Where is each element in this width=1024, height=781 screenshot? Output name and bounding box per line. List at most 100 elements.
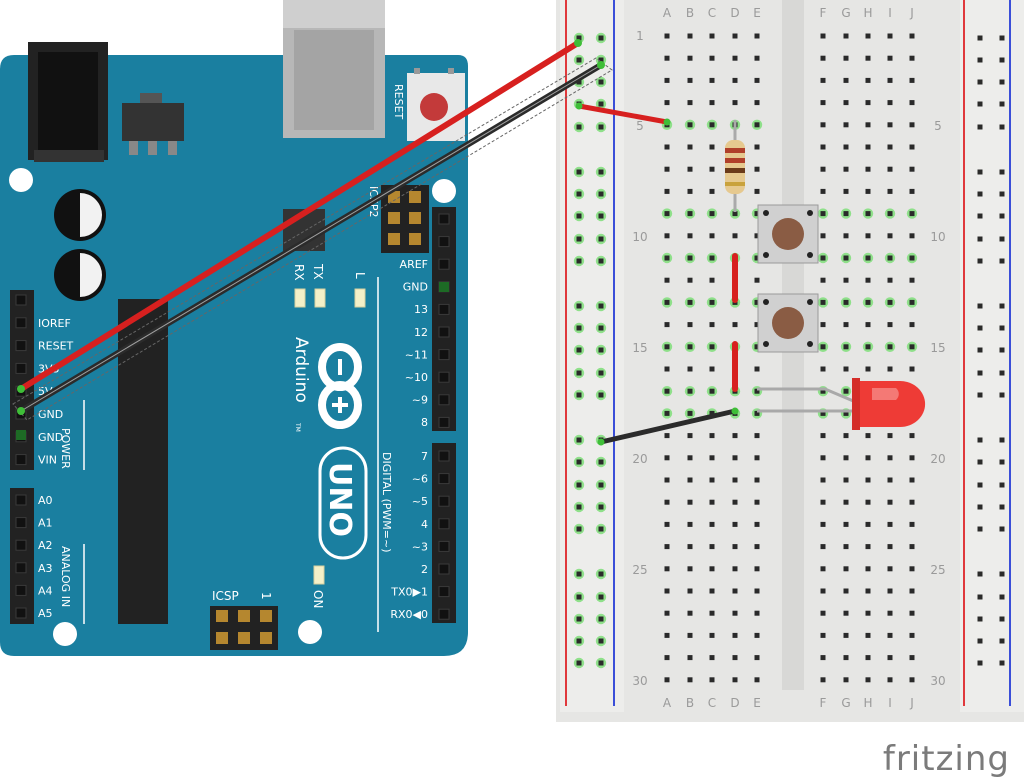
breadboard-hole[interactable] [887, 100, 893, 106]
breadboard-hole[interactable] [887, 632, 893, 638]
breadboard-hole[interactable] [664, 677, 670, 683]
breadboard-hole[interactable] [820, 166, 826, 172]
header-pin[interactable] [15, 294, 27, 306]
breadboard-hole[interactable] [732, 233, 738, 239]
breadboard-hole[interactable] [687, 299, 693, 305]
breadboard-hole[interactable] [687, 322, 693, 328]
breadboard-hole[interactable] [664, 33, 670, 39]
header-pin[interactable] [438, 563, 450, 575]
header-pin[interactable] [438, 473, 450, 485]
breadboard-hole[interactable] [687, 33, 693, 39]
breadboard-hole[interactable] [887, 588, 893, 594]
breadboard-hole[interactable] [887, 255, 893, 261]
breadboard-hole[interactable] [909, 322, 915, 328]
breadboard-hole[interactable] [887, 455, 893, 461]
rail-hole[interactable] [598, 392, 604, 398]
breadboard-hole[interactable] [887, 366, 893, 372]
rail-hole[interactable] [576, 124, 582, 130]
breadboard-hole[interactable] [820, 277, 826, 283]
breadboard-hole[interactable] [887, 233, 893, 239]
breadboard-hole[interactable] [687, 144, 693, 150]
breadboard-hole[interactable] [909, 144, 915, 150]
breadboard-hole[interactable] [664, 499, 670, 505]
breadboard-hole[interactable] [887, 33, 893, 39]
breadboard-hole[interactable] [709, 433, 715, 439]
breadboard-hole[interactable] [687, 255, 693, 261]
rail-hole[interactable] [977, 79, 983, 85]
breadboard-hole[interactable] [820, 77, 826, 83]
rail-hole[interactable] [598, 303, 604, 309]
breadboard-hole[interactable] [664, 100, 670, 106]
rail-hole[interactable] [977, 236, 983, 242]
breadboard-hole[interactable] [687, 100, 693, 106]
breadboard-hole[interactable] [909, 366, 915, 372]
rail-hole[interactable] [598, 370, 604, 376]
breadboard-hole[interactable] [909, 521, 915, 527]
rail-hole[interactable] [999, 57, 1005, 63]
breadboard-hole[interactable] [664, 255, 670, 261]
breadboard-hole[interactable] [754, 632, 760, 638]
breadboard-hole[interactable] [687, 344, 693, 350]
breadboard-hole[interactable] [709, 77, 715, 83]
breadboard-hole[interactable] [820, 55, 826, 61]
breadboard-hole[interactable] [754, 255, 760, 261]
breadboard-hole[interactable] [754, 610, 760, 616]
rail-hole[interactable] [977, 124, 983, 130]
breadboard-hole[interactable] [843, 677, 849, 683]
rail-hole[interactable] [977, 504, 983, 510]
breadboard-hole[interactable] [820, 255, 826, 261]
rail-hole[interactable] [598, 35, 604, 41]
header-pin[interactable] [438, 258, 450, 270]
breadboard-hole[interactable] [865, 477, 871, 483]
rail-hole[interactable] [999, 616, 1005, 622]
breadboard-hole[interactable] [664, 610, 670, 616]
breadboard-hole[interactable] [732, 632, 738, 638]
breadboard-hole[interactable] [754, 277, 760, 283]
rail-hole[interactable] [576, 370, 582, 376]
breadboard-hole[interactable] [865, 655, 871, 661]
breadboard-hole[interactable] [732, 499, 738, 505]
breadboard-hole[interactable] [732, 55, 738, 61]
breadboard-hole[interactable] [754, 499, 760, 505]
rail-hole[interactable] [576, 258, 582, 264]
breadboard-hole[interactable] [820, 144, 826, 150]
breadboard-hole[interactable] [664, 233, 670, 239]
breadboard-hole[interactable] [909, 211, 915, 217]
rail-hole[interactable] [576, 79, 582, 85]
rail-hole[interactable] [977, 437, 983, 443]
rail-hole[interactable] [576, 437, 582, 443]
breadboard-hole[interactable] [887, 166, 893, 172]
rail-hole[interactable] [576, 191, 582, 197]
rail-hole[interactable] [999, 459, 1005, 465]
breadboard-hole[interactable] [754, 388, 760, 394]
header-pin[interactable] [15, 584, 27, 596]
rail-hole[interactable] [576, 526, 582, 532]
rail-hole[interactable] [598, 660, 604, 666]
breadboard-hole[interactable] [843, 122, 849, 128]
breadboard-hole[interactable] [754, 433, 760, 439]
breadboard-hole[interactable] [754, 122, 760, 128]
rail-hole[interactable] [977, 169, 983, 175]
breadboard-hole[interactable] [887, 211, 893, 217]
breadboard-hole[interactable] [909, 166, 915, 172]
rail-hole[interactable] [576, 638, 582, 644]
breadboard-hole[interactable] [909, 77, 915, 83]
breadboard-hole[interactable] [909, 255, 915, 261]
breadboard-hole[interactable] [754, 366, 760, 372]
rail-hole[interactable] [576, 347, 582, 353]
breadboard-hole[interactable] [820, 588, 826, 594]
breadboard-hole[interactable] [843, 632, 849, 638]
rail-hole[interactable] [977, 213, 983, 219]
breadboard-hole[interactable] [865, 677, 871, 683]
breadboard-hole[interactable] [820, 122, 826, 128]
rail-hole[interactable] [999, 79, 1005, 85]
breadboard-hole[interactable] [754, 77, 760, 83]
breadboard-hole[interactable] [664, 410, 670, 416]
breadboard-hole[interactable] [754, 410, 760, 416]
breadboard-hole[interactable] [909, 588, 915, 594]
breadboard-hole[interactable] [909, 277, 915, 283]
breadboard-hole[interactable] [709, 33, 715, 39]
breadboard-hole[interactable] [664, 521, 670, 527]
breadboard-hole[interactable] [709, 632, 715, 638]
rail-hole[interactable] [999, 482, 1005, 488]
